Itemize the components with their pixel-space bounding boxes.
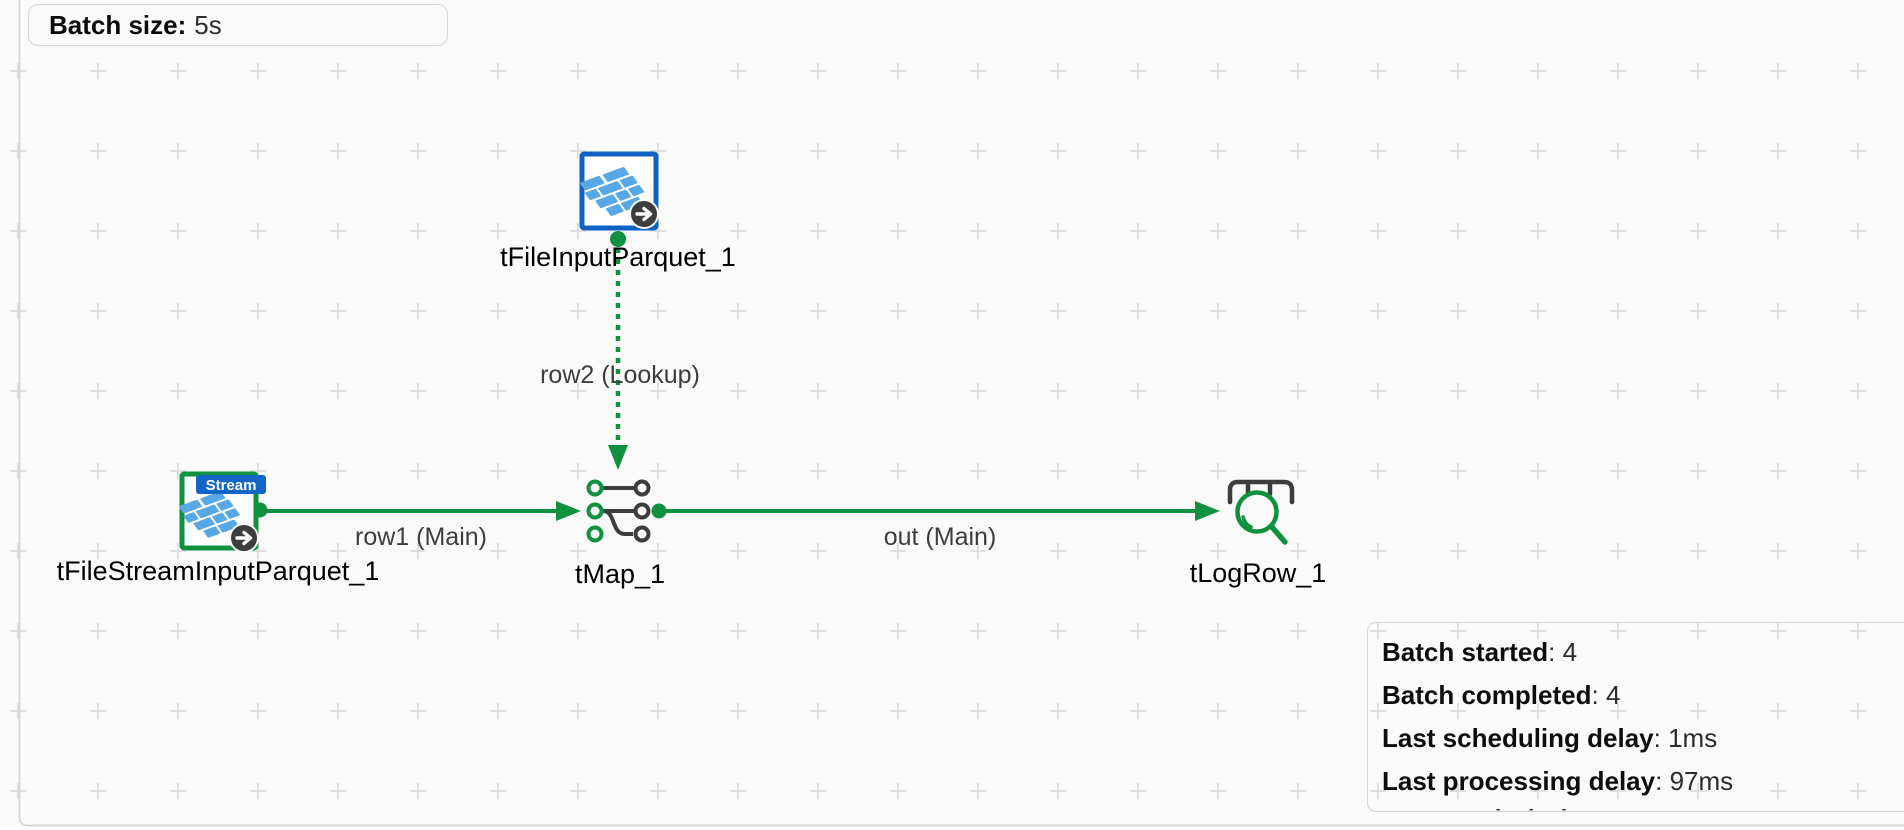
stat-last-scheduling-delay: Last scheduling delay: 1ms — [1382, 723, 1718, 753]
component-tLogRow[interactable] — [1227, 479, 1295, 545]
arrowhead-icon — [608, 445, 628, 470]
component-label-tMap[interactable]: tMap_1 — [574, 559, 666, 589]
tmap-icon — [586, 479, 651, 543]
batch-size-box: Batch size:5s — [28, 4, 448, 46]
stat-batch-started: Batch started: 4 — [1382, 637, 1578, 667]
component-tMap[interactable] — [586, 479, 651, 543]
magnifier-icon — [1235, 490, 1288, 545]
logrow-table-icon — [1227, 479, 1295, 505]
connection-out-main[interactable] — [651, 501, 1221, 521]
canvas-bottom-margin — [0, 827, 1904, 830]
stat-last-processing-delay: Last processing delay: 97ms — [1382, 766, 1734, 796]
connection-row2-lookup[interactable] — [608, 231, 628, 470]
streaming-stats-box: Batch started: 4 Batch completed: 4 Last… — [1367, 622, 1904, 812]
component-tFileStreamInputParquet[interactable]: Stream — [176, 471, 266, 554]
component-label-tFileStreamInputParquet[interactable]: tFileStreamInputParquet_1 — [56, 556, 380, 586]
batch-size-value: 5s — [194, 10, 222, 40]
stat-batch-completed: Batch completed: 4 — [1382, 680, 1621, 710]
connection-label-row2[interactable]: row2 (Lookup) — [540, 361, 700, 389]
arrowhead-icon — [556, 501, 581, 521]
connection-label-row1[interactable]: row1 (Main) — [355, 523, 487, 551]
port-dot-icon — [610, 231, 626, 247]
stats-clipped-line: - - - — [1496, 801, 1573, 816]
batch-size-label: Batch size: — [49, 10, 187, 40]
component-label-tLogRow[interactable]: tLogRow_1 — [1189, 558, 1327, 588]
output-arrow-icon — [628, 198, 660, 230]
stream-badge — [196, 475, 266, 494]
output-arrow-icon — [228, 522, 260, 554]
connection-label-out[interactable]: out (Main) — [883, 523, 997, 551]
canvas-border — [18, 0, 1904, 827]
component-tFileInputParquet[interactable] — [577, 151, 660, 231]
arrowhead-icon — [1195, 501, 1220, 521]
component-label-tFileInputParquet[interactable]: tFileInputParquet_1 — [500, 242, 736, 272]
port-dot-icon — [651, 503, 667, 519]
stream-badge-label: Stream — [206, 477, 257, 494]
